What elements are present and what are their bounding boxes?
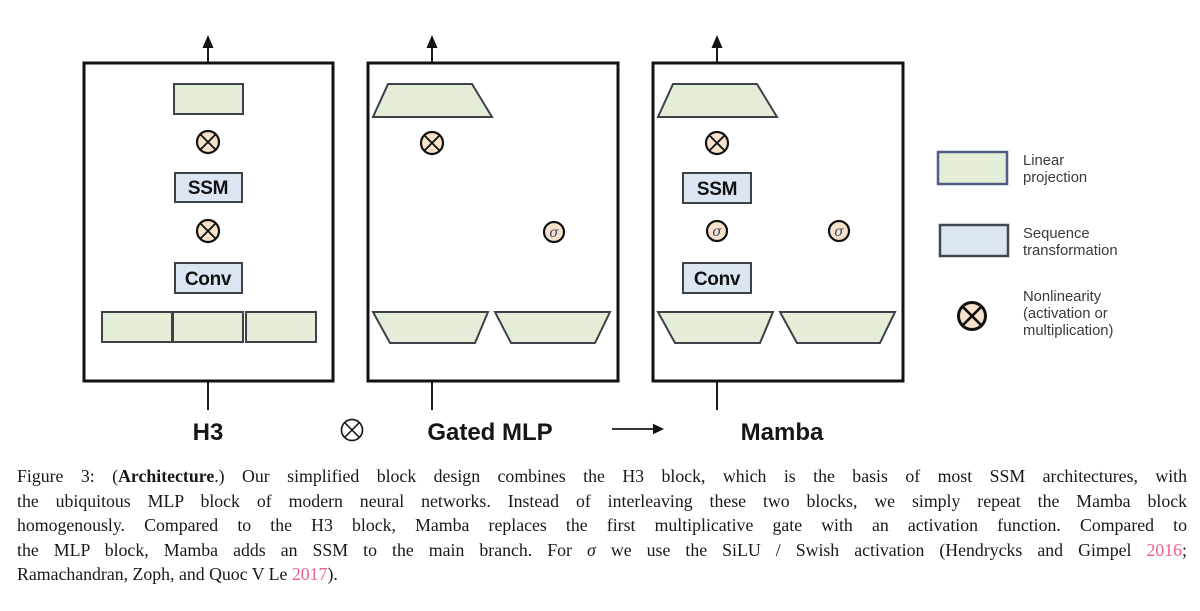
mamba-output-projection-trapezoid — [656, 83, 779, 118]
mamba-main-sigma-icon: σ — [705, 219, 729, 243]
mamba-input-projection-right-trapezoid — [778, 311, 897, 344]
caption-text: ; — [1182, 539, 1187, 560]
gated-mlp-sigma-icon: σ — [542, 220, 566, 244]
gated-mlp-block: σ — [366, 35, 620, 410]
mamba-input-projection-left-trapezoid — [656, 311, 775, 344]
legend-sequence-line2: transformation — [1023, 243, 1118, 259]
legend-linear-line2: projection — [1023, 170, 1087, 186]
h3-ssm-label: SSM — [188, 178, 228, 199]
caption-line-4: the MLP block, Mamba adds an SSM to the … — [17, 538, 1187, 563]
caption-line-1: Figure 3: (Architecture.) Our simplified… — [17, 464, 1187, 489]
gated-mlp-input-projection-right-trapezoid — [493, 311, 612, 344]
gated-mlp-input-projection-left-trapezoid — [371, 311, 490, 344]
combine-otimes-icon — [340, 418, 364, 442]
h3-ssm-box — [174, 172, 243, 203]
mamba-ssm-label: SSM — [697, 179, 737, 200]
gated-mlp-sigma-label: σ — [549, 225, 559, 241]
legend: Linear projection Sequence transformatio… — [936, 150, 1118, 339]
mamba-block-name: Mamba — [741, 419, 824, 446]
legend-linear-line1: Linear — [1023, 153, 1064, 169]
caption-citation-2017[interactable]: 2017 — [291, 564, 328, 585]
caption-text: ). — [327, 564, 338, 585]
mamba-main-sigma-label: σ — [712, 224, 722, 240]
legend-nonlinearity-line2: (activation or — [1023, 306, 1108, 322]
caption-text: .) Our simplified block design combines … — [214, 466, 1187, 486]
h3-block: SSM Conv — [82, 35, 335, 410]
h3-conv-box — [174, 262, 243, 294]
h3-upper-multiply-icon — [195, 129, 221, 155]
mamba-gate-sigma-icon: σ — [827, 219, 851, 243]
mamba-conv-box — [682, 262, 752, 294]
caption-bold-architecture: Architecture — [118, 466, 215, 486]
caption-line-2: the ubiquitous MLP block of modern neura… — [17, 489, 1187, 514]
caption-text: homogenously. Compared to the H3 block, … — [17, 515, 1187, 536]
gated-mlp-output-projection-trapezoid — [371, 83, 494, 118]
mamba-block: SSM σ Conv σ — [651, 35, 905, 410]
h3-input-projection-middle — [172, 311, 244, 343]
legend-sequence-transformation-swatch — [938, 223, 1010, 258]
mamba-conv-label: Conv — [694, 269, 741, 290]
h3-conv-label: Conv — [185, 269, 232, 290]
legend-sequence-line1: Sequence — [1023, 226, 1090, 242]
h3-lower-multiply-icon — [195, 218, 221, 244]
caption-line-5: Ramachandran, Zoph, and Quoc V Le 2017). — [17, 562, 1187, 587]
block-name-row: H3 Gated MLP Mamba — [193, 418, 824, 446]
caption-text: the MLP block, Mamba adds an SSM to the … — [17, 539, 588, 560]
mamba-multiply-icon — [704, 130, 730, 156]
caption-text: Ramachandran, Zoph, and Quoc V Le — [17, 564, 292, 585]
caption-sigma: σ — [587, 539, 596, 560]
h3-output-arrow — [202, 35, 214, 48]
figure-caption: Figure 3: (Architecture.) Our simplified… — [17, 464, 1187, 587]
caption-text: we use the SiLU / Swish activation (Hend… — [595, 539, 1147, 560]
legend-nonlinearity-line3: multiplication) — [1023, 323, 1114, 339]
mamba-gate-sigma-label: σ — [834, 224, 844, 240]
mamba-ssm-box — [682, 172, 752, 204]
h3-input-projection-left — [101, 311, 173, 343]
caption-line-3: homogenously. Compared to the H3 block, … — [17, 513, 1187, 538]
legend-linear-projection-swatch — [936, 150, 1009, 186]
h3-output-linear-projection — [173, 83, 244, 115]
gated-mlp-multiply-icon — [419, 130, 445, 156]
h3-block-name: H3 — [193, 419, 224, 446]
caption-citation-2016[interactable]: 2016 — [1146, 539, 1183, 560]
mamba-output-arrow — [711, 35, 723, 48]
legend-nonlinearity-line1: Nonlinearity — [1023, 289, 1102, 305]
architecture-diagram: SSM Conv — [82, 35, 1118, 446]
h3-input-projection-right — [245, 311, 317, 343]
caption-text: the ubiquitous MLP block of modern neura… — [17, 490, 1187, 511]
caption-text: Figure 3: ( — [17, 466, 119, 486]
gated-mlp-block-name: Gated MLP — [427, 419, 552, 446]
gated-mlp-output-arrow — [426, 35, 438, 48]
legend-nonlinearity-icon — [957, 301, 987, 331]
yields-arrow-icon — [612, 423, 664, 435]
